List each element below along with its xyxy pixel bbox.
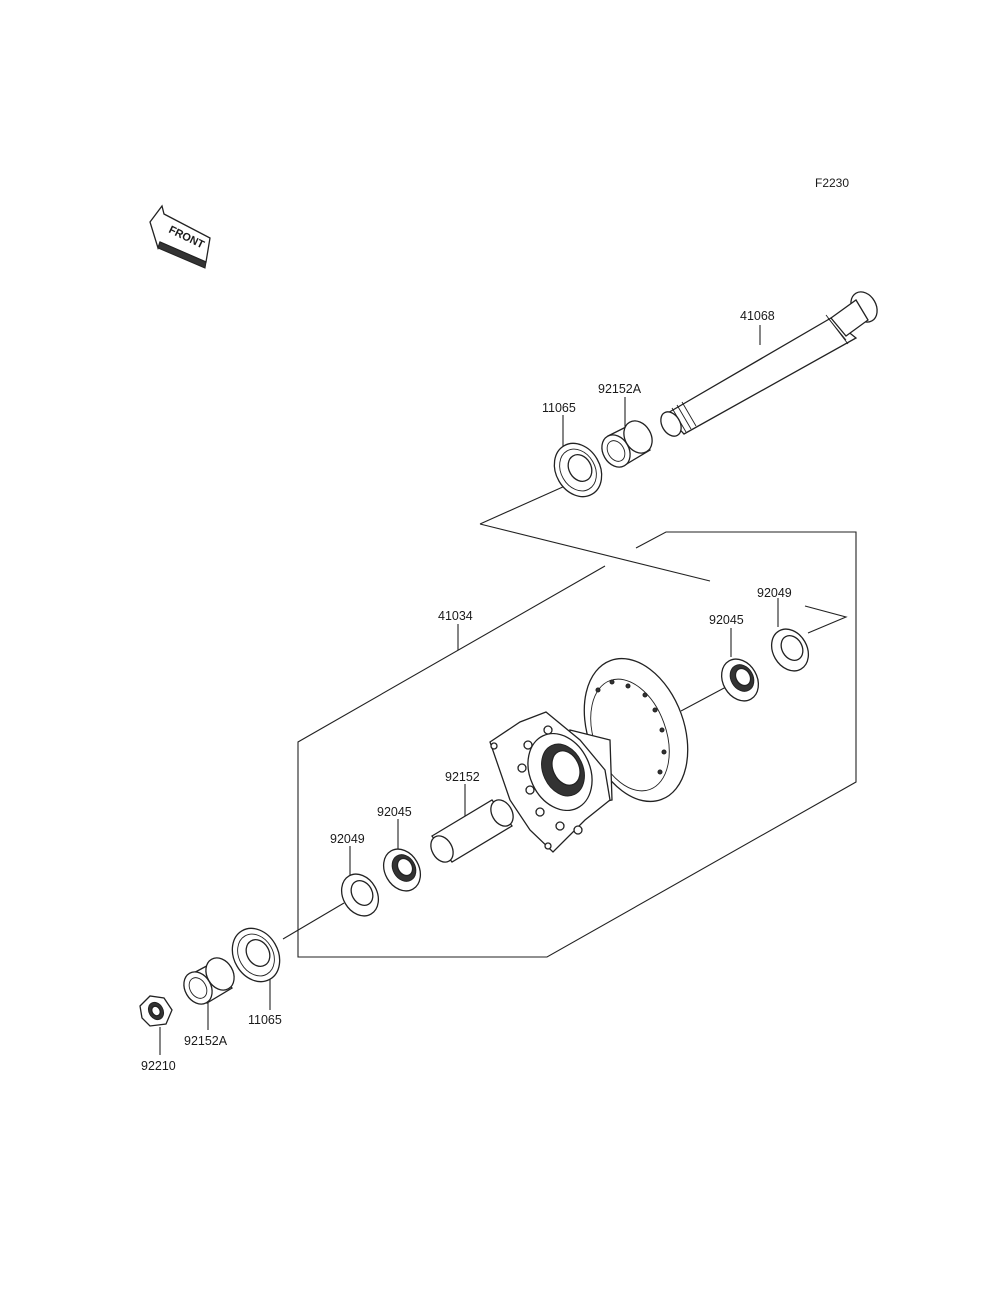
spacer-part [430, 799, 514, 863]
collar-bottom-part [183, 957, 235, 1005]
seal-top-part [553, 442, 603, 498]
label-collar-top: 92152A [598, 382, 642, 396]
bearing-right-part [720, 658, 760, 702]
axle-part [660, 291, 878, 437]
leader-lines [159, 325, 857, 1055]
bearing-left-part [382, 848, 422, 892]
label-axle: 41068 [740, 309, 775, 323]
label-oil-seal-right: 92049 [757, 586, 792, 600]
label-seal-top: 11065 [542, 401, 576, 415]
seal-bottom-part [231, 927, 281, 983]
oil-seal-right-part [770, 628, 810, 672]
nut-part [139, 995, 173, 1027]
label-bearing-left: 92045 [377, 805, 412, 819]
collar-top-part [601, 420, 653, 468]
label-hub: 41034 [438, 609, 473, 623]
label-bearing-right: 92045 [709, 613, 744, 627]
label-spacer: 92152 [445, 770, 480, 784]
diagram-code: F2230 [815, 176, 849, 190]
label-seal-bottom: 11065 [248, 1013, 282, 1027]
oil-seal-left-part [340, 873, 380, 917]
label-nut: 92210 [141, 1059, 176, 1073]
label-collar-bottom: 92152A [184, 1034, 228, 1048]
label-oil-seal-left: 92049 [330, 832, 365, 846]
hub-part [489, 657, 689, 853]
front-arrow-icon: FRONT [149, 204, 211, 269]
